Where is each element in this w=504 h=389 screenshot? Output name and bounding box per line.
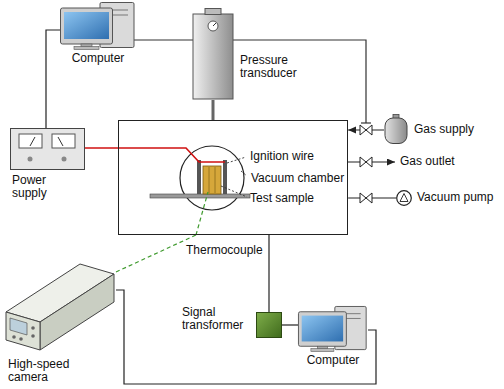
connector-line [212,100,215,120]
chamber-interior-part [150,194,250,198]
text-holder: Vacuum pump [417,191,493,204]
high-speed-camera-outline-part [6,312,40,350]
vacuum-chamber-box: Vacuum chamber [118,120,348,235]
chamber-interior-part [209,167,210,193]
gas-cylinder-outline [384,114,408,144]
node-label: Vacuum pump [417,191,493,204]
power-supply-box-outline-part [30,137,35,146]
node-label: Computer [48,52,148,65]
pressure-transducer-outline [192,8,234,100]
power-supply-box-outline-part [58,137,63,146]
pressure-transducer-outline-part [193,14,233,99]
chamber-interior-part [203,166,221,194]
power-supply-box-outline-part [52,134,75,148]
chamber-interior-part [118,148,225,162]
high-speed-camera: High-speed camera [4,262,116,358]
node-label: Computer [283,354,383,367]
connector-line [85,147,118,149]
callout-label: Ignition wire [250,150,314,163]
computer-icon-outline-part [302,316,343,342]
gas-cylinder: Gas supply [384,114,408,144]
computer-icon-outline [60,2,136,50]
label-holder: Ignition wire [250,150,314,163]
high-speed-camera-outline-part [31,334,35,338]
valve-symbol-part [360,125,372,135]
callout-label: Test sample [250,192,314,205]
text-holder: Power supply [12,174,60,200]
power-supply-box: Power supply [10,128,85,170]
chamber-interior-part [196,192,208,235]
computer-icon-outline-part [74,47,99,50]
computer-icon-outline-part [64,12,109,39]
chamber-interior [118,146,250,235]
valve-symbol-part [360,193,372,203]
leader-line-part [227,157,246,163]
node-label: High-speed camera [8,358,78,384]
signal-transformer-box-outline [256,312,282,338]
connector-line [282,324,298,325]
computer-icon-outline [298,306,368,352]
computer-icon-outline-part [298,312,346,347]
high-speed-camera-outline [4,262,116,358]
valve-actuator [361,122,371,123]
text-holder: High-speed camera [8,358,78,384]
node-label: Power supply [12,174,60,200]
text-holder: Signal transformer [182,306,250,332]
vacuum-pump-symbol-outline-part [397,191,412,206]
computer-icon: Computer [60,2,136,50]
high-speed-camera-outline-part [12,335,16,339]
callout-label: Thermocouple [186,244,263,257]
vacuum-pump-symbol-outline [396,190,412,206]
control-wire [134,40,366,123]
pressure-transducer-outline-part [208,21,218,31]
connector-line [116,235,196,272]
vacuum-pump-symbol: Vacuum pump [396,190,412,206]
power-supply-box-outline-part [62,157,67,162]
node-label: Signal transformer [182,306,250,332]
leader-line-part [241,171,247,176]
chamber-interior-part [180,146,244,210]
label-holder: Thermocouple [186,244,263,257]
leader-line [221,157,247,197]
label-holder: Test sample [250,192,314,205]
pressure-transducer-outline-part [205,9,221,15]
connector-line [116,290,376,384]
computer-icon-outline-part [61,8,113,44]
chamber-interior-part [197,160,201,194]
node-label: Gas supply [414,123,474,136]
computer-icon-outline-part [311,349,334,352]
node-label: Pressure transducer [240,54,310,80]
signal-transformer-box: Signal transformer [256,312,282,338]
high-speed-camera-outline-part [40,274,114,350]
power-supply-box-outline-part [19,134,42,148]
node-label: Vacuum chamber [251,172,344,185]
high-speed-camera-outline-part [31,326,35,330]
pressure-transducer-outline-part [213,23,216,26]
power-supply-box-outline [10,128,85,170]
valve-symbol [360,125,372,203]
gas-cylinder-outline-part [385,118,407,144]
power-supply-box-outline-part [11,129,85,170]
chamber-interior-part [215,167,216,193]
vacuum-pump-symbol-outline-part [400,194,408,202]
leader-line-part [221,186,247,197]
text-holder: Pressure transducer [240,54,310,80]
connector-line [268,235,269,312]
callout-label: Gas outlet [400,155,455,168]
high-speed-camera-outline-part [19,337,23,341]
signal-transformer-box-outline-part [257,313,282,338]
valve-symbol-part [360,157,372,167]
text-holder: Computer [48,52,148,65]
text-holder: Vacuum chamber [251,172,344,185]
computer-icon: Computer [298,306,368,352]
text-holder: Gas supply [414,123,474,136]
pressure-transducer: Pressure transducer [192,8,234,100]
power-supply-box-outline-part [28,157,33,162]
text-holder: Computer [283,354,383,367]
label-holder: Gas outlet [400,155,455,168]
high-speed-camera-outline-part [10,318,27,335]
chamber-interior-part [223,160,227,194]
connector-line [46,30,60,128]
